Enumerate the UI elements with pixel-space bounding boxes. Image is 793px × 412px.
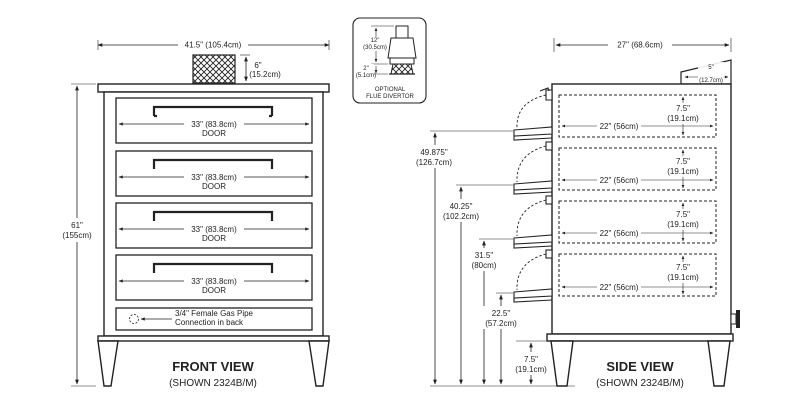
deck-depth-label: 22" (56cm) — [600, 176, 639, 185]
deck-height-label: 7.5" — [676, 210, 690, 219]
door-1: 33" (83.8cm) DOOR — [115, 97, 313, 144]
gas-connector-icon — [730, 310, 740, 328]
door-width-label: 33" (83.8cm) — [191, 225, 237, 234]
door-label: DOOR — [202, 286, 226, 295]
divertor-bottom-metric: (5.1cm) — [356, 73, 376, 79]
height-metric-5: (19.1cm) — [515, 365, 547, 374]
height-label-5: 7.5" — [524, 355, 538, 364]
front-leg-right — [308, 340, 330, 387]
side-depth-label: 27" (68.6cm) — [617, 41, 663, 50]
door-swing-arcs — [516, 94, 547, 291]
deck-depth-label: 22" (56cm) — [600, 283, 639, 292]
side-leg-left — [550, 340, 574, 387]
side-flue-depth: 5" — [708, 65, 713, 71]
deck-1: 22" (56cm) 7.5" (19.1cm) — [558, 94, 717, 138]
door-width-label: 33" (83.8cm) — [191, 277, 237, 286]
deck-3: 22" (56cm) 7.5" (19.1cm) — [558, 200, 717, 244]
height-label-1: 49.875" — [420, 148, 447, 157]
side-view-subtitle: (SHOWN 2324B/M) — [596, 378, 684, 389]
door-3: 33" (83.8cm) DOOR — [115, 202, 313, 249]
deck-height-metric: (19.1cm) — [667, 114, 699, 123]
gas-pipe-icon — [129, 314, 139, 324]
side-flue-depth-metric: (12.7cm) — [699, 78, 723, 84]
door-4: 33" (83.8cm) DOOR — [115, 254, 313, 301]
gas-pipe-label-2: Connection in back — [175, 318, 244, 327]
divertor-bottom-height: 2" — [363, 66, 368, 72]
divertor-label-1: OPTIONAL — [375, 87, 406, 93]
flue-height-label: 6" — [254, 61, 261, 70]
flue-height-metric: (15.2cm) — [249, 70, 281, 79]
height-metric-2: (102.2cm) — [443, 212, 479, 221]
gas-pipe-label-1: 3/4" Female Gas Pipe — [175, 309, 254, 318]
divertor-top-metric: (30.5cm) — [363, 45, 387, 51]
divertor-label-2: FLUE DIVERTOR — [366, 94, 414, 100]
side-view: 27" (68.6cm) 5" (12.7cm) 22" (56cm) 7.5"… — [412, 38, 740, 389]
oven-base — [97, 335, 330, 342]
deck-depth-label: 22" (56cm) — [600, 229, 639, 238]
front-height-label: 61" — [71, 221, 83, 230]
door-label: DOOR — [202, 182, 226, 191]
front-view: 41.5" (105.4cm) 6" (15.2cm) 61" (155cm) — [60, 39, 330, 389]
side-view-title: SIDE VIEW — [606, 359, 674, 374]
flue-divertor-inset: 12" (30.5cm) 2" (5.1cm) OPTIONAL FLUE DI… — [352, 17, 427, 104]
deck-height-label: 7.5" — [676, 157, 690, 166]
door-width-label: 33" (83.8cm) — [191, 120, 237, 129]
door-label: DOOR — [202, 234, 226, 243]
door-2: 33" (83.8cm) DOOR — [115, 150, 313, 197]
deck-height-metric: (19.1cm) — [667, 220, 699, 229]
height-metric-4: (57.2cm) — [485, 319, 517, 328]
divertor-top-height: 12" — [371, 38, 380, 44]
height-metric-3: (80cm) — [472, 261, 497, 270]
front-height-metric: (155cm) — [62, 231, 92, 240]
height-label-4: 22.5" — [492, 309, 511, 318]
height-label-2: 40.25" — [450, 202, 473, 211]
deck-height-metric: (19.1cm) — [667, 273, 699, 282]
deck-depth-label: 22" (56cm) — [600, 122, 639, 131]
front-view-subtitle: (SHOWN 2324B/M) — [169, 378, 257, 389]
deck-height-label: 7.5" — [676, 263, 690, 272]
door-profiles — [513, 87, 553, 303]
door-width-label: 33" (83.8cm) — [191, 173, 237, 182]
deck-4: 22" (56cm) 7.5" (19.1cm) — [558, 253, 717, 297]
front-leg-left — [97, 340, 119, 387]
oven-top-cap — [97, 83, 330, 93]
door-label: DOOR — [202, 129, 226, 138]
gas-pipe-panel — [115, 307, 313, 331]
front-width-label: 41.5" (105.4cm) — [185, 41, 242, 50]
deck-height-label: 7.5" — [676, 104, 690, 113]
flue-vent — [192, 54, 236, 84]
deck-height-metric: (19.1cm) — [667, 167, 699, 176]
side-leg-right — [707, 340, 731, 387]
front-view-title: FRONT VIEW — [172, 359, 254, 374]
deck-2: 22" (56cm) 7.5" (19.1cm) — [558, 147, 717, 191]
height-metric-1: (126.7cm) — [416, 158, 452, 167]
oven-side-base — [546, 333, 734, 342]
height-label-3: 31.5" — [475, 251, 494, 260]
